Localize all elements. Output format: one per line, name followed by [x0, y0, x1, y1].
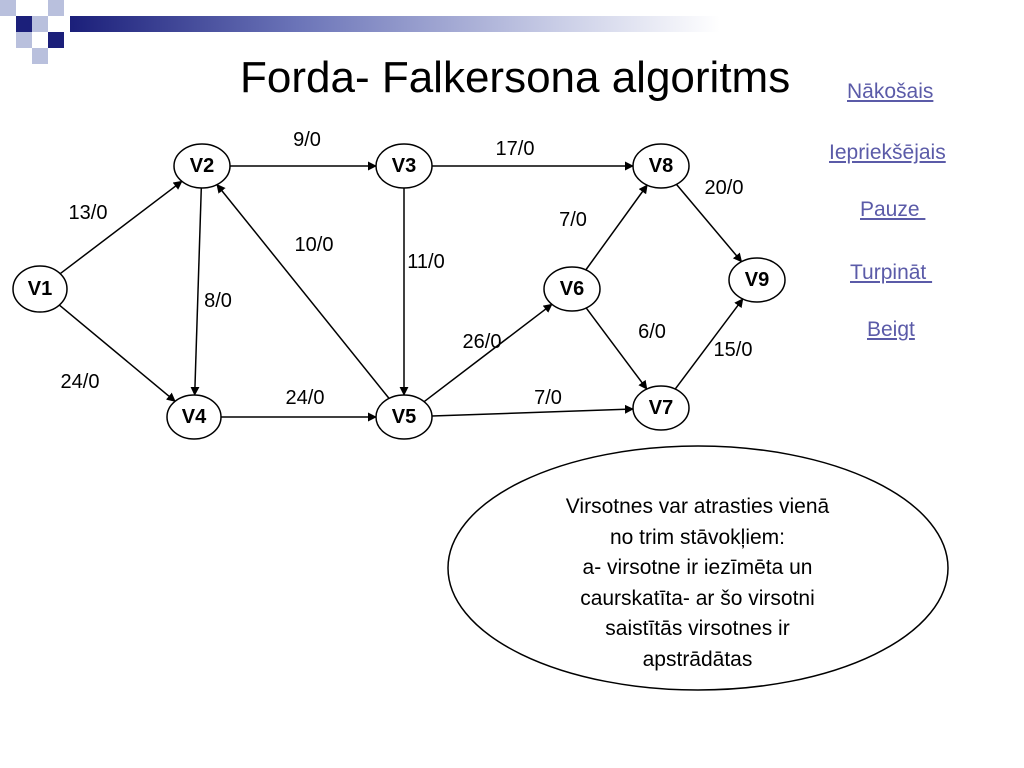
node-label: V5: [392, 406, 416, 428]
node-label: V9: [745, 269, 769, 291]
decor-square: [48, 0, 64, 16]
node-v3: V3: [375, 143, 433, 189]
edge-label: 24/0: [286, 387, 325, 409]
node-label: V7: [649, 397, 673, 419]
edge-v5-v6: [423, 303, 553, 403]
node-v8: V8: [632, 143, 690, 189]
corner-decoration: [0, 0, 720, 64]
node-v6: V6: [543, 266, 601, 312]
note-text: Virsotnes var atrasties vienā no trim st…: [520, 492, 875, 675]
note-ellipse: [447, 445, 949, 691]
node-label: V2: [190, 155, 214, 177]
decor-square: [16, 16, 32, 32]
decor-square: [32, 16, 48, 32]
continue-link[interactable]: Turpināt: [850, 261, 933, 284]
decor-square: [16, 32, 32, 48]
edge-v5-v7: [431, 404, 634, 417]
node-circle: [728, 257, 786, 303]
decor-square: [32, 48, 48, 64]
note-line: caurskatīta- ar šo virsotni: [580, 586, 815, 610]
edge-label: 15/0: [714, 339, 753, 361]
node-circle: [173, 143, 231, 189]
decor-square: [48, 32, 64, 48]
node-circle: [166, 394, 222, 440]
end-link[interactable]: Beigt: [867, 318, 915, 341]
edge-label: 7/0: [559, 209, 587, 231]
note-line: no trim stāvokļiem:: [609, 525, 786, 549]
node-circle: [12, 265, 68, 313]
edge-v6-v8: [585, 184, 648, 271]
edge-label: 13/0: [69, 202, 108, 224]
node-v9: V9: [728, 257, 786, 303]
edge-label: 26/0: [463, 331, 502, 353]
edge-label: 10/0: [295, 234, 334, 256]
page-title: Forda- Falkersona algoritms: [240, 53, 791, 102]
node-label: V4: [182, 406, 207, 428]
edge-label: 8/0: [204, 290, 232, 312]
node-circle: [632, 143, 690, 189]
node-v1: V1: [12, 265, 68, 313]
previous-link[interactable]: Iepriekšējais: [829, 141, 946, 164]
edge-label: 17/0: [496, 138, 535, 160]
edge-v8-v9: [675, 183, 743, 263]
node-v2: V2: [173, 143, 231, 189]
note-line: apstrādātas: [642, 647, 753, 671]
edge-v5-v2: [216, 183, 390, 399]
node-circle: [375, 143, 433, 189]
decor-square: [0, 0, 16, 16]
edge-label: 9/0: [293, 129, 321, 151]
edge-label: 11/0: [407, 251, 444, 273]
pause-link[interactable]: Pauze: [860, 198, 926, 221]
node-circle: [375, 394, 433, 440]
edge-v2-v4: [190, 187, 203, 396]
edge-v1-v4: [58, 304, 176, 402]
node-circle: [632, 385, 690, 431]
node-label: V3: [392, 155, 416, 177]
edge-v1-v2: [59, 180, 183, 275]
note-line: Virsotnes var atrasties vienā: [565, 495, 830, 518]
next-link[interactable]: Nākošais: [847, 80, 934, 103]
node-circle: [543, 266, 601, 312]
decor-bar: [70, 16, 720, 32]
node-label: V6: [560, 278, 584, 300]
node-label: V8: [649, 155, 673, 177]
edge-label: 24/0: [61, 371, 100, 393]
node-v4: V4: [166, 394, 222, 440]
node-v7: V7: [632, 385, 690, 431]
node-label: V1: [28, 278, 52, 300]
edge-label: 6/0: [638, 321, 666, 343]
note-line: saistītās virsotnes ir: [605, 617, 790, 640]
node-v5: V5: [375, 394, 433, 440]
edge-v7-v9: [674, 298, 744, 390]
edge-label: 7/0: [534, 387, 562, 409]
edge-v6-v7: [585, 307, 648, 390]
note-line: a- virsotne ir iezīmēta un: [582, 556, 813, 579]
edge-label: 20/0: [705, 177, 744, 199]
